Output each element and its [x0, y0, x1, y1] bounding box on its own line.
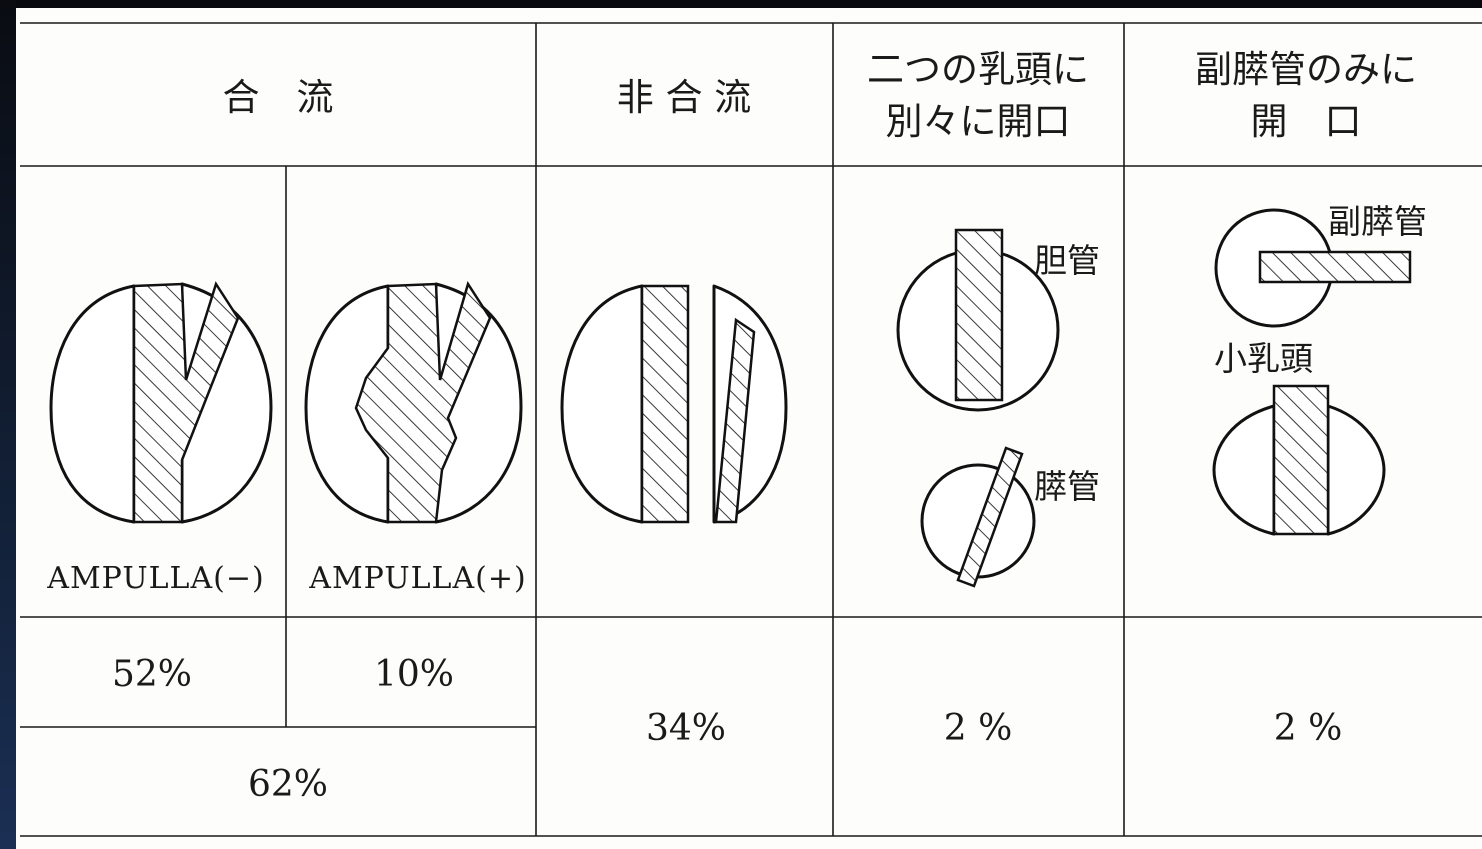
diagram-sheet: 合 流 非 合 流 二つの乳頭に 別々に開口 副膵管のみに 開 口 AMPULL… — [16, 8, 1482, 849]
header-non-confluence: 非 合 流 — [617, 76, 752, 119]
header-separate-line2: 別々に開口 — [886, 100, 1071, 143]
label-ampulla-minus: AMPULLA(−) — [46, 561, 264, 596]
frame-left-edge — [0, 0, 16, 849]
pancreatic-duct-diagram — [920, 446, 1036, 588]
bile-duct-diagram — [896, 228, 1060, 412]
label-minor-papilla: 小乳頭 — [1214, 339, 1313, 378]
non-confluence-diagram — [560, 284, 788, 524]
pct-non-confluence: 34% — [646, 708, 726, 749]
pct-ampulla-plus: 10% — [374, 654, 454, 695]
label-bile-duct: 胆管 — [1034, 241, 1100, 280]
ampulla-plus-diagram — [304, 281, 523, 524]
pct-ampulla-minus: 52% — [112, 654, 192, 695]
table-grid — [20, 22, 1482, 837]
header-separate-line1: 二つの乳頭に — [867, 48, 1089, 91]
header-confluence: 合 流 — [223, 76, 334, 119]
label-accessory-duct: 副膵管 — [1328, 202, 1427, 241]
accessory-duct-diagram — [1214, 208, 1412, 328]
header-accessory-line1: 副膵管のみに — [1195, 48, 1417, 91]
header-accessory-line2: 開 口 — [1251, 100, 1362, 143]
ampulla-minus-diagram — [49, 281, 273, 524]
minor-papilla-diagram — [1212, 384, 1386, 536]
pct-accessory: 2 % — [1274, 708, 1343, 749]
label-pancreatic-duct: 膵管 — [1034, 467, 1100, 506]
pct-separate: 2 % — [944, 708, 1013, 749]
frame-top-edge — [0, 0, 1482, 8]
pct-confluence-total: 62% — [248, 764, 328, 805]
label-ampulla-plus: AMPULLA(+) — [308, 561, 526, 596]
diagram-svg: 合 流 非 合 流 二つの乳頭に 別々に開口 副膵管のみに 開 口 AMPULL… — [20, 22, 1482, 837]
